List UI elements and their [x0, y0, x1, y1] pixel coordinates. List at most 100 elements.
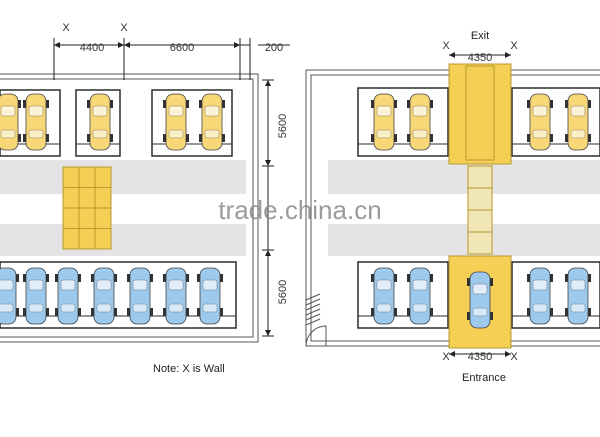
car-windshield	[96, 279, 112, 291]
car-wheel	[18, 100, 21, 108]
car-wheel	[87, 100, 90, 108]
car-wheel	[23, 134, 26, 142]
yellow-car	[407, 93, 433, 151]
dim-arrow	[449, 52, 455, 58]
car-body	[165, 93, 187, 151]
car-body	[373, 93, 395, 151]
car-rear-window	[412, 303, 428, 313]
wall-mark-x-4: X	[510, 40, 518, 52]
car-wheel	[588, 100, 591, 108]
car-body	[93, 267, 115, 325]
car-wheel	[46, 100, 49, 108]
car-rear-window	[28, 303, 44, 313]
car-windshield	[412, 279, 428, 291]
watermark: trade.china.cn	[218, 195, 381, 225]
car-rear-window	[472, 307, 488, 317]
car-rear-window	[570, 303, 586, 313]
right-lower-aisle	[328, 224, 600, 256]
car-body	[0, 267, 17, 325]
left-rack-bottom	[0, 261, 237, 329]
car-wheel	[163, 274, 166, 282]
dim-label-6600: 6600	[170, 42, 194, 54]
car-wheel	[110, 134, 113, 142]
car-wheel	[91, 274, 94, 282]
exit-lift-platform	[448, 63, 512, 165]
car-rear-window	[412, 129, 428, 139]
car-wheel	[46, 134, 49, 142]
car-windshield	[60, 279, 76, 291]
dim-label-5600-bottom: 5600	[277, 280, 289, 304]
dim-arrow	[265, 250, 271, 256]
dim-arrow	[265, 330, 271, 336]
car-wheel	[407, 134, 410, 142]
car-wheel	[23, 100, 26, 108]
car-wheel	[371, 134, 374, 142]
car-wheel	[550, 274, 553, 282]
car-wheel	[150, 274, 153, 282]
car-wheel	[16, 308, 19, 316]
left-inner-wall	[0, 78, 254, 338]
right-rack-top-left	[357, 87, 449, 157]
car-wheel	[199, 100, 202, 108]
car-body	[409, 267, 431, 325]
car-body	[409, 93, 431, 151]
blue-car	[371, 267, 397, 325]
car-windshield	[132, 279, 148, 291]
blue-car	[527, 267, 553, 325]
car-wheel	[565, 308, 568, 316]
exit-label: Exit	[471, 30, 489, 42]
car-body	[165, 267, 187, 325]
car-windshield	[202, 279, 218, 291]
car-wheel	[127, 308, 130, 316]
left-lower-aisle	[0, 224, 246, 256]
car-windshield	[92, 105, 108, 117]
car-rear-window	[376, 129, 392, 139]
car-rear-window	[168, 129, 184, 139]
car-body	[469, 271, 491, 329]
car-wheel	[394, 274, 397, 282]
dim-arrow	[265, 160, 271, 166]
yellow-car	[199, 93, 225, 151]
car-wheel	[371, 308, 374, 316]
yellow-car	[23, 93, 49, 151]
wall-mark-x-3: X	[442, 40, 450, 52]
stair-line	[305, 318, 321, 326]
car-rear-window	[376, 303, 392, 313]
blue-car-on-lift	[467, 271, 493, 329]
car-rear-window	[96, 303, 112, 313]
car-wheel	[114, 308, 117, 316]
blue-car	[565, 267, 591, 325]
car-body	[25, 267, 47, 325]
car-wheel	[430, 274, 433, 282]
car-rear-window	[0, 303, 14, 313]
car-body	[567, 267, 589, 325]
car-rear-window	[28, 129, 44, 139]
car-wheel	[55, 308, 58, 316]
car-wheel	[186, 100, 189, 108]
wall-note: Note: X is Wall	[153, 363, 225, 375]
car-wheel	[527, 308, 530, 316]
right-rack-bottom-right	[511, 261, 600, 329]
car-body	[201, 93, 223, 151]
car-wheel	[527, 274, 530, 282]
car-wheel	[197, 308, 200, 316]
dim-label-5600-top: 5600	[277, 114, 289, 138]
car-wheel	[371, 100, 374, 108]
car-wheel	[407, 100, 410, 108]
right-rack-bottom-left	[357, 261, 449, 329]
car-wheel	[565, 100, 568, 108]
car-body	[89, 93, 111, 151]
stair-line	[305, 313, 321, 321]
yellow-car	[371, 93, 397, 151]
car-wheel	[394, 134, 397, 142]
car-rear-window	[132, 303, 148, 313]
car-windshield	[376, 105, 392, 117]
blue-car	[55, 267, 81, 325]
car-wheel	[78, 308, 81, 316]
left-rack-top-3	[151, 89, 233, 157]
car-wheel	[163, 134, 166, 142]
car-wheel	[565, 134, 568, 142]
car-wheel	[220, 274, 223, 282]
car-wheel	[150, 308, 153, 316]
